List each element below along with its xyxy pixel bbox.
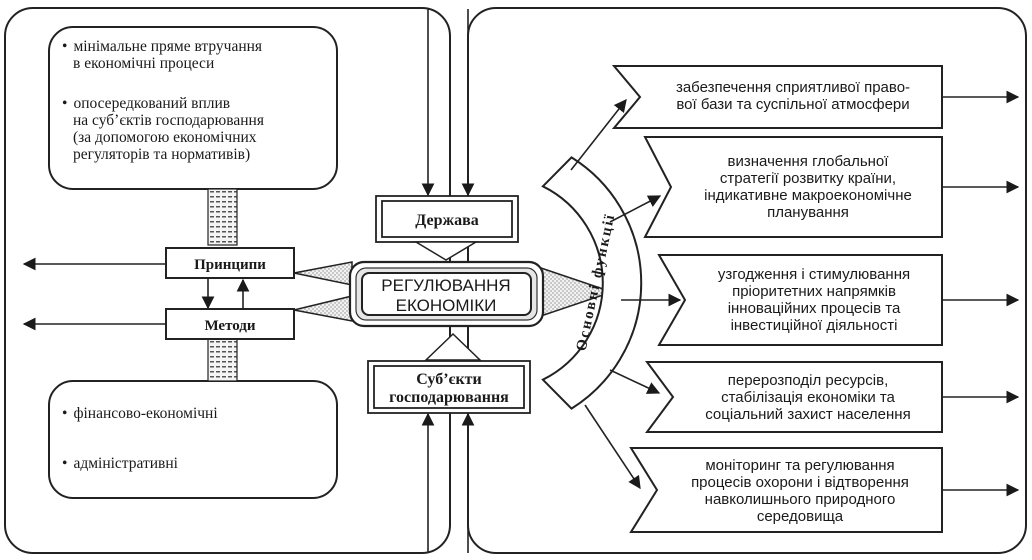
methods-connector xyxy=(207,334,238,382)
subjects-box-outer xyxy=(367,360,531,414)
function-2-line-3: індикативне макроекономічне xyxy=(704,187,912,204)
principle-item-1-line-1: мінімальне пряме втручання xyxy=(62,38,332,55)
arc-to-function-2-arrow xyxy=(609,195,662,223)
function-1-text: забезпечення сприятливої право- вої бази… xyxy=(648,79,938,113)
function-4-line-2: стабілізація економіки та xyxy=(721,389,895,406)
function-2-line-2: стратегії розвитку країни, xyxy=(719,170,897,187)
arc-to-function-5-arrow xyxy=(584,404,641,490)
function-5-line-2: процесів охорони і відтворення xyxy=(691,474,909,491)
state-label: Держава xyxy=(415,212,478,229)
function-3-line-2: пріоритетних напрямків xyxy=(732,283,896,300)
method-item-1-text: фінансово-економічні xyxy=(62,405,322,422)
function-box-3 xyxy=(657,254,943,346)
principle-item-1: мінімальне пряме втручання в економічні … xyxy=(62,38,332,72)
principles-connector xyxy=(207,188,238,246)
function-4-line-3: соціальний захист населення xyxy=(705,406,911,423)
function-3-text: узгодження і стимулювання пріоритетних н… xyxy=(688,266,940,334)
function-box-5 xyxy=(629,447,943,533)
subjects-to-center-triangle xyxy=(424,332,482,361)
function-1-line-2: вої бази та суспільної атмосфери xyxy=(676,96,910,113)
function-2-text: визначення глобальної стратегії розвитку… xyxy=(676,153,940,221)
principles-description-box xyxy=(48,26,338,190)
principle-item-1-line-2: в економічні процеси xyxy=(73,55,215,72)
function-2-line-1: визначення глобальної xyxy=(727,153,889,170)
function-4-line-1: перерозподіл ресурсів, xyxy=(727,372,889,389)
center-label-line1: РЕГУЛЮВАННЯ xyxy=(381,276,510,295)
subjects-label-line1: Суб’єкти xyxy=(416,371,481,388)
function-3-line-4: інвестиційної діяльності xyxy=(730,317,898,334)
principle-item-2-line-1: опосередкований вплив xyxy=(62,95,332,112)
function-5-line-3: навколишнього природного xyxy=(704,491,896,508)
function-box-2 xyxy=(643,136,943,238)
function-box-4 xyxy=(645,361,943,433)
center-label-line2: ЕКОНОМІКИ xyxy=(396,296,497,315)
center-box-inner xyxy=(361,272,532,316)
arc-to-function-4-arrow xyxy=(609,369,661,394)
arc-to-function-1-arrow xyxy=(570,98,627,171)
function-4-text: перерозподіл ресурсів, стабілізація екон… xyxy=(676,372,940,423)
principles-wedge xyxy=(293,261,353,286)
method-item-2-text: адміністративні xyxy=(62,455,322,472)
methods-description-box xyxy=(48,380,338,499)
method-item-2: адміністративні xyxy=(62,455,322,472)
function-5-line-1: моніторинг та регулювання xyxy=(705,457,895,474)
function-2-line-4: планування xyxy=(767,204,849,221)
method-item-1: фінансово-економічні xyxy=(62,405,322,422)
function-5-text: моніторинг та регулювання процесів охоро… xyxy=(660,457,940,525)
principle-item-2-line-3: (за допомогою економічних xyxy=(73,129,257,146)
principles-label: Принципи xyxy=(194,257,266,273)
function-1-line-1: забезпечення сприятливої право- xyxy=(675,79,911,96)
principle-item-2-line-4: регуляторів та нормативів) xyxy=(73,146,251,163)
methods-wedge xyxy=(293,295,353,322)
principles-box xyxy=(165,247,295,279)
main-functions-arc xyxy=(541,156,643,410)
function-5-line-4: середовища xyxy=(756,508,844,525)
subjects-box-inner xyxy=(373,365,525,409)
function-box-1 xyxy=(611,65,943,129)
state-box-inner xyxy=(381,200,513,238)
function-3-line-1: узгодження і стимулювання xyxy=(717,266,911,283)
state-to-center-triangle xyxy=(413,241,479,261)
function-3-line-3: інноваційних процесів та xyxy=(727,300,901,317)
methods-label: Методи xyxy=(204,318,255,334)
principle-item-2: опосередкований вплив на суб’єктів госпо… xyxy=(62,95,332,163)
subjects-label-line2: господарювання xyxy=(389,389,509,406)
principle-item-2-line-2: на суб’єктів господарювання xyxy=(73,112,264,129)
